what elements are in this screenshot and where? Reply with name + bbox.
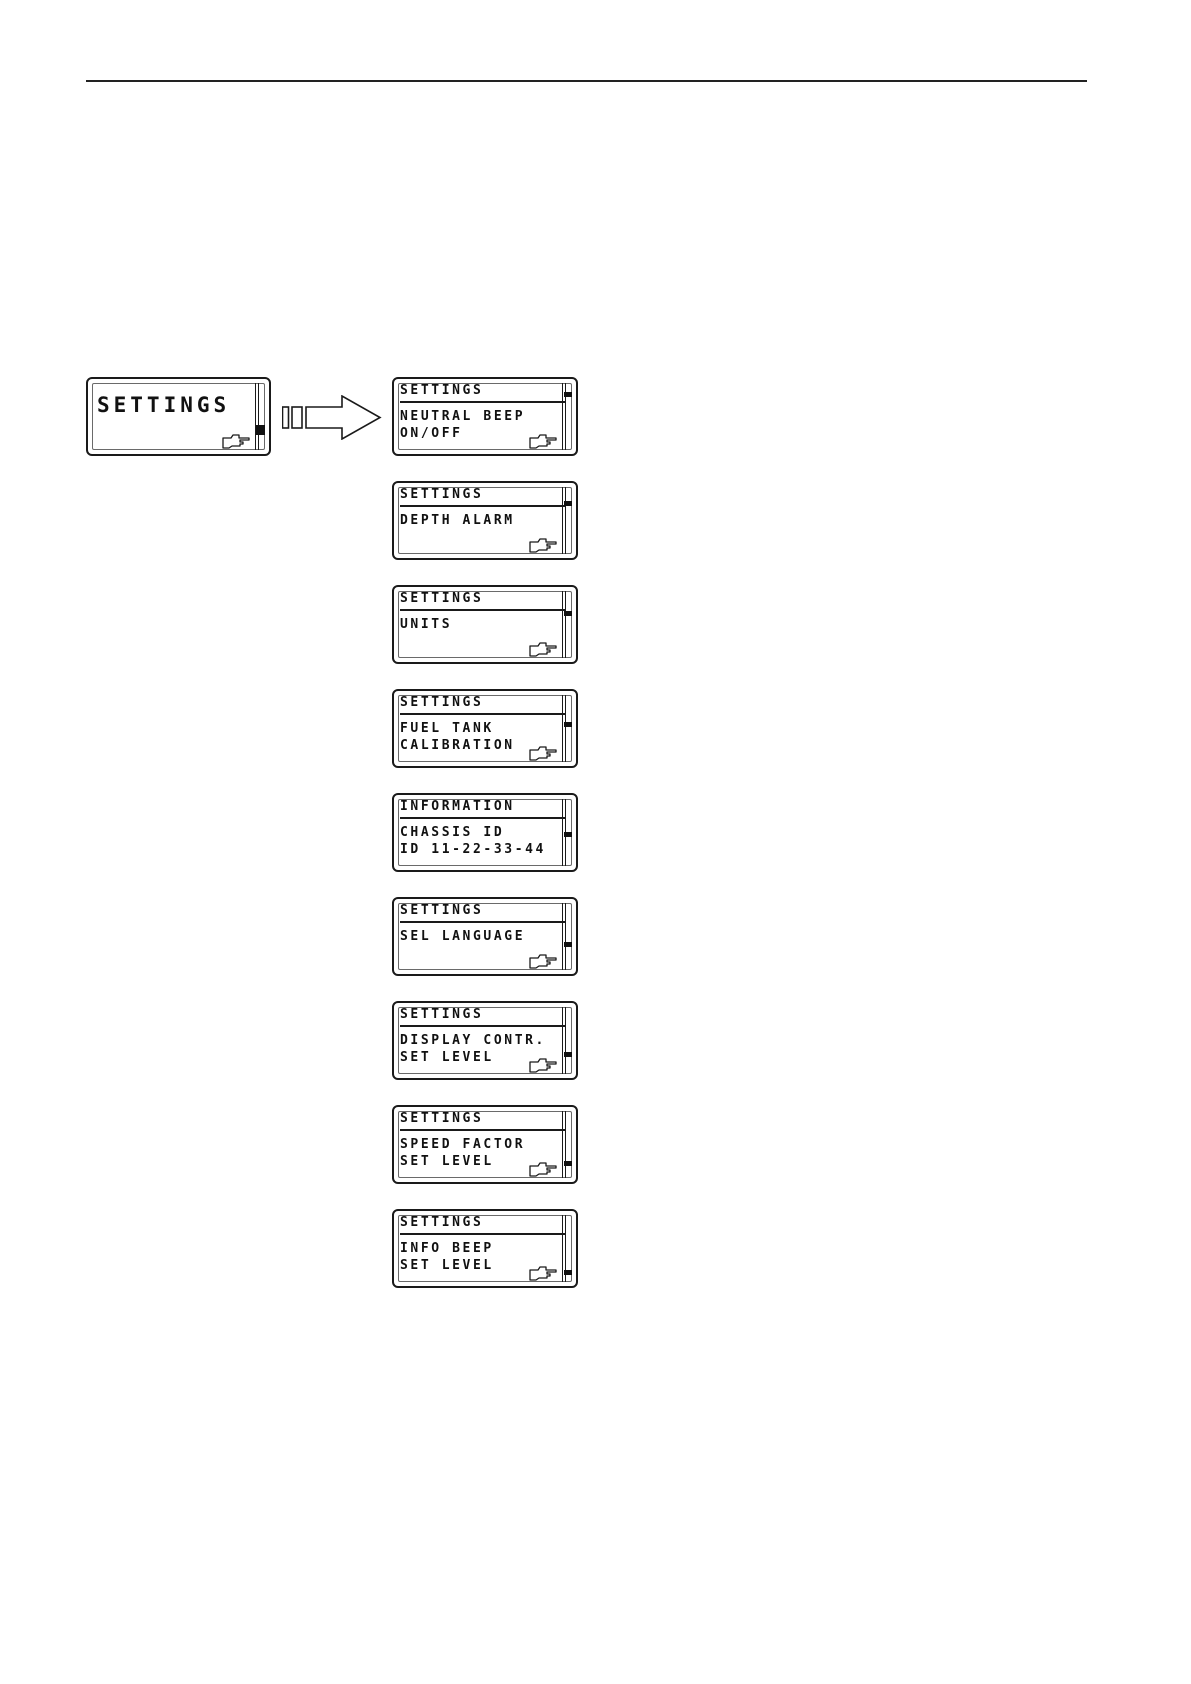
scrollbar-thumb (564, 392, 572, 397)
scrollbar-track-right (565, 487, 566, 554)
scrollbar-thumb (564, 1161, 572, 1166)
screen-line-1: INFO BEEP (400, 1241, 494, 1256)
menu-screen: SETTINGS UNITS (392, 585, 578, 664)
pointing-hand-icon (528, 535, 558, 553)
scrollbar-thumb (564, 722, 572, 727)
title-divider (400, 1129, 566, 1131)
screen-title: SETTINGS (400, 591, 483, 606)
scrollbar-thumb (564, 611, 572, 616)
scrollbar-track-left (562, 695, 563, 762)
screen-title: INFORMATION (400, 799, 515, 814)
page-top-rule (86, 80, 1087, 82)
screen-line-1: CHASSIS ID (400, 825, 504, 840)
title-divider (400, 401, 566, 403)
pointing-hand-icon (528, 743, 558, 761)
scrollbar-thumb (256, 425, 265, 435)
scrollbar-thumb (564, 1270, 572, 1275)
scrollbar-track-right (565, 591, 566, 658)
screen-line-1: NEUTRAL BEEP (400, 409, 525, 424)
menu-screen: SETTINGS INFO BEEP SET LEVEL (392, 1209, 578, 1288)
scrollbar-track-right (565, 1007, 566, 1074)
screen-title: SETTINGS (400, 487, 483, 502)
title-divider (400, 713, 566, 715)
scrollbar-track-left (562, 1215, 563, 1282)
menu-screen: SETTINGS SEL LANGUAGE (392, 897, 578, 976)
menu-screen: INFORMATION CHASSIS ID ID 11-22-33-44 (392, 793, 578, 872)
scrollbar-track-left (562, 383, 563, 450)
menu-screen: SETTINGS DISPLAY CONTR. SET LEVEL (392, 1001, 578, 1080)
pointing-hand-icon (528, 1159, 558, 1177)
title-divider (400, 1025, 566, 1027)
title-divider (400, 1233, 566, 1235)
screen-line-2: ID 11-22-33-44 (400, 842, 546, 857)
screen-line-1: UNITS (400, 617, 452, 632)
screen-title: SETTINGS (400, 1111, 483, 1126)
scrollbar-thumb (564, 832, 572, 837)
pointing-hand-icon (528, 639, 558, 657)
screen-line-1: SPEED FACTOR (400, 1137, 525, 1152)
scrollbar-track-right (258, 383, 259, 450)
screen-line-1: FUEL TANK (400, 721, 494, 736)
screen-line-1: SEL LANGUAGE (400, 929, 525, 944)
menu-screen: SETTINGS FUEL TANK CALIBRATION (392, 689, 578, 768)
scrollbar-thumb (564, 501, 572, 506)
screen-line-1: DISPLAY CONTR. (400, 1033, 546, 1048)
screen-line-2: ON/OFF (400, 426, 463, 441)
pointing-hand-icon (528, 951, 558, 969)
main-screen-title: SETTINGS (97, 393, 230, 417)
title-divider (400, 921, 566, 923)
screen-line-2: SET LEVEL (400, 1258, 494, 1273)
screen-line-2: SET LEVEL (400, 1154, 494, 1169)
menu-screen: SETTINGS SPEED FACTOR SET LEVEL (392, 1105, 578, 1184)
scrollbar-track-left (255, 383, 256, 450)
title-divider (400, 817, 566, 819)
scrollbar-thumb (564, 1052, 572, 1057)
main-settings-screen: SETTINGS (86, 377, 271, 456)
pointing-hand-icon (528, 1055, 558, 1073)
screen-title: SETTINGS (400, 903, 483, 918)
scrollbar-track-right (565, 903, 566, 970)
right-arrow-icon (282, 395, 382, 440)
scrollbar-track-left (562, 799, 563, 866)
screen-line-2: CALIBRATION (400, 738, 515, 753)
scrollbar-track-left (562, 1007, 563, 1074)
title-divider (400, 505, 566, 507)
title-divider (400, 609, 566, 611)
screen-title: SETTINGS (400, 695, 483, 710)
scrollbar-track-left (562, 591, 563, 658)
scrollbar-track-left (562, 487, 563, 554)
screen-title: SETTINGS (400, 383, 483, 398)
screen-title: SETTINGS (400, 1215, 483, 1230)
screen-line-1: DEPTH ALARM (400, 513, 515, 528)
scrollbar-track-right (565, 695, 566, 762)
screen-title: SETTINGS (400, 1007, 483, 1022)
scrollbar-track-left (562, 903, 563, 970)
scrollbar-track-right (565, 1111, 566, 1178)
pointing-hand-icon (221, 431, 251, 449)
scrollbar-thumb (564, 942, 572, 947)
pointing-hand-icon (528, 431, 558, 449)
menu-screen: SETTINGS NEUTRAL BEEP ON/OFF (392, 377, 578, 456)
scrollbar-track-left (562, 1111, 563, 1178)
menu-screen: SETTINGS DEPTH ALARM (392, 481, 578, 560)
pointing-hand-icon (528, 1263, 558, 1281)
screen-line-2: SET LEVEL (400, 1050, 494, 1065)
